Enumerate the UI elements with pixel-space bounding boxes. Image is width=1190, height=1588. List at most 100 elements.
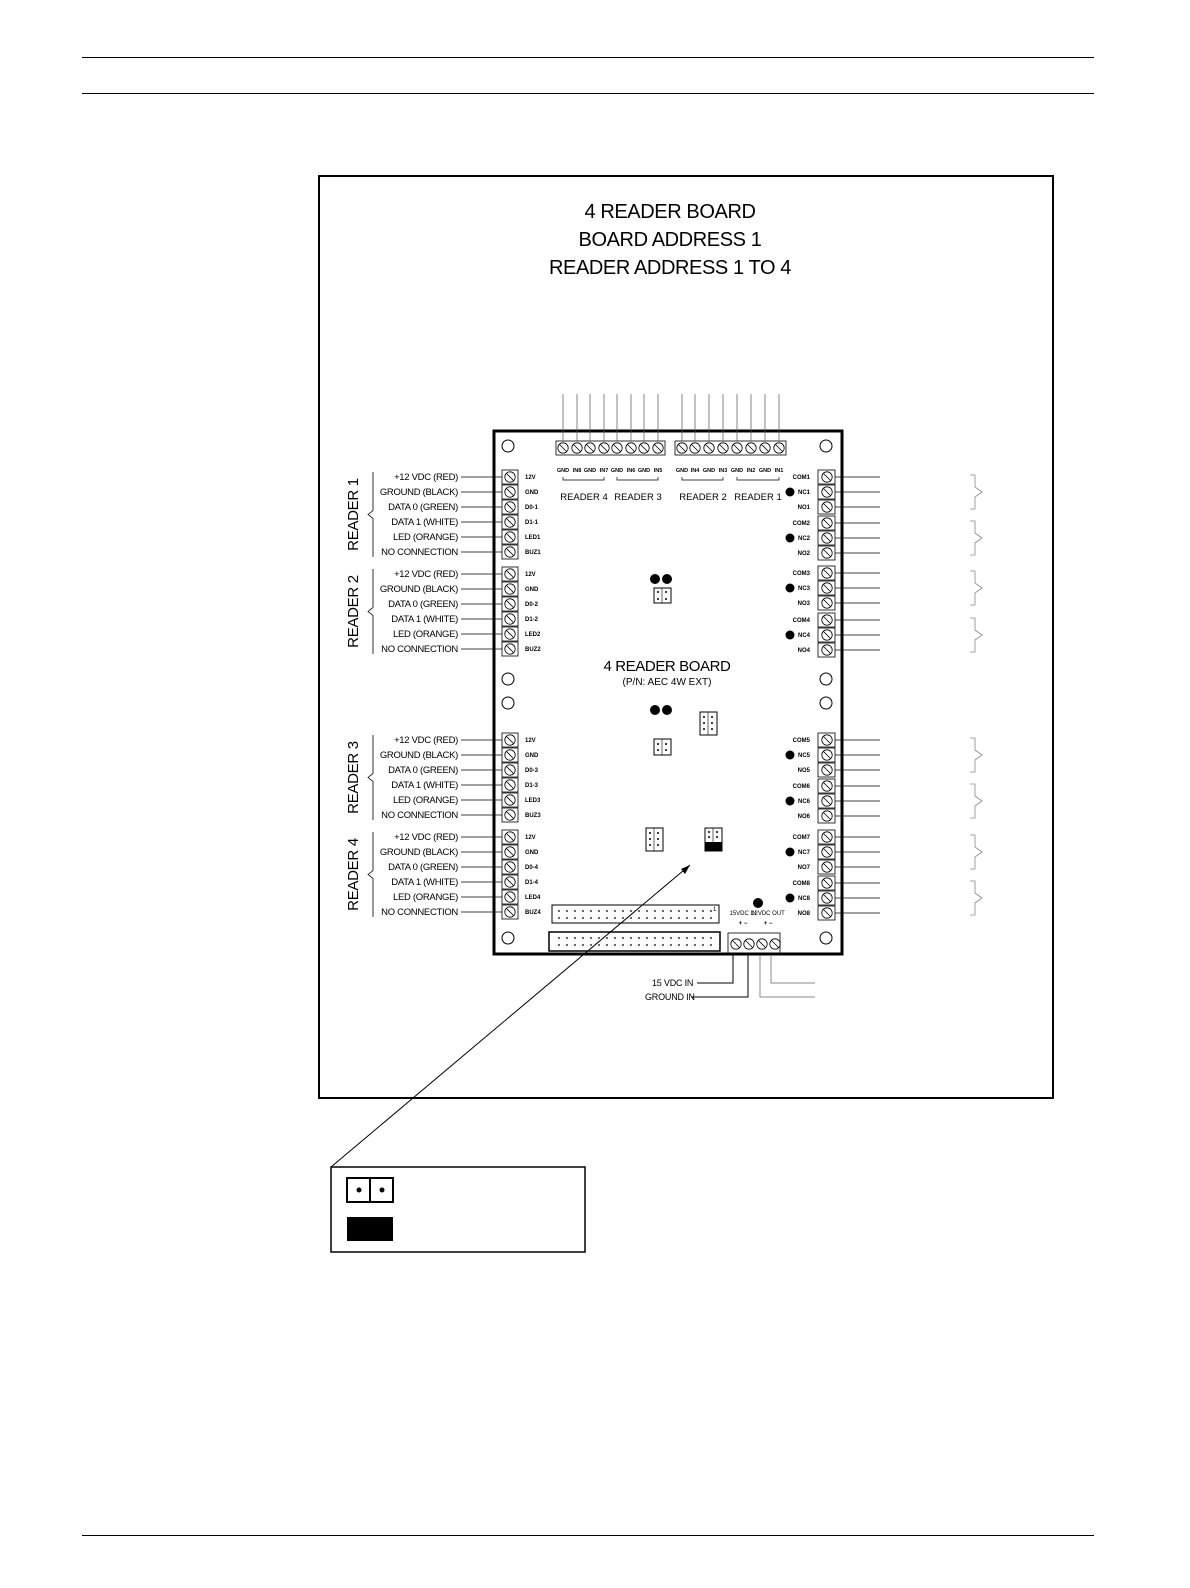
connector-pin [566, 944, 568, 946]
terminal-cell [501, 484, 519, 500]
wire-label: GROUND (BLACK) [380, 847, 458, 858]
connector-pin-one: 1 [713, 907, 717, 913]
relay-terminal-label: NO6 [798, 814, 811, 820]
relay-terminal-label: COM1 [793, 475, 811, 481]
top-terminal-screw [652, 442, 664, 454]
pin-label: 12V [525, 572, 536, 578]
connector-pin [590, 944, 592, 946]
connector-pin [566, 910, 568, 912]
top-reader-bracket [562, 477, 605, 481]
top-terminal-label: GND [703, 468, 715, 474]
reader-group-label: READER 4 [345, 838, 362, 911]
connector-pin [686, 937, 688, 939]
connector-pin [710, 917, 712, 919]
connector-pin [678, 917, 680, 919]
wire-label: DATA 1 (WHITE) [391, 877, 458, 888]
wire-label: GROUND (BLACK) [380, 584, 458, 595]
power-out-label: 12VDC OUT [751, 911, 785, 917]
top-reader-bracket [616, 477, 659, 481]
connector-pin [702, 937, 704, 939]
wire-label: +12 VDC (RED) [394, 472, 458, 483]
connector-pin [558, 917, 560, 919]
wire-label: DATA 0 (GREEN) [388, 765, 458, 776]
connector-pin [614, 944, 616, 946]
terminal-screw [504, 846, 516, 858]
reader-wiring-groups: +12 VDC (RED) 12V GROUND (BLACK) GND DATA 0 … [345, 469, 541, 920]
relay-terminal-screw [821, 764, 833, 776]
title-line-1: 4 READER BOARD [584, 201, 755, 223]
terminal-cell [501, 469, 519, 485]
reader-group-label: READER 1 [345, 478, 362, 551]
relay-terminal-label: NO4 [798, 648, 811, 654]
connector-pin [590, 937, 592, 939]
connector-pin [582, 917, 584, 919]
pin-label: 12V [525, 475, 536, 481]
terminal-screw [504, 643, 516, 655]
relay-terminal-screw [821, 795, 833, 807]
connector-pin [646, 910, 648, 912]
relay-terminal-label: NC7 [798, 850, 811, 856]
connector-pin [662, 937, 664, 939]
connector-pin [598, 917, 600, 919]
terminal-cell [501, 777, 519, 793]
top-terminal-screw [703, 442, 715, 454]
relay-led [785, 487, 795, 497]
power-terminal-screw [756, 938, 768, 950]
relay-terminal-screw [821, 517, 833, 529]
pin-label: D0-3 [525, 768, 539, 774]
pin-label: LED1 [525, 535, 541, 541]
top-reader-label: READER 1 [734, 492, 782, 503]
terminal-screw [504, 628, 516, 640]
board-outline [492, 429, 844, 956]
jumper-callout-line [330, 864, 691, 1168]
connector-pin [686, 910, 688, 912]
connector-pin [678, 937, 680, 939]
connector-pin [646, 944, 648, 946]
terminal-screw [504, 486, 516, 498]
connector-pin [598, 910, 600, 912]
reader-group-label: READER 3 [345, 741, 362, 814]
relay-terminal-label: NC3 [798, 586, 811, 592]
pin-label: BUZ3 [525, 813, 541, 819]
top-terminal-label: GND [584, 468, 596, 474]
relay-terminal-screw [821, 532, 833, 544]
relay-terminal-label: NC5 [798, 753, 811, 759]
terminal-screw [504, 831, 516, 843]
top-terminal-label: IN2 [747, 468, 756, 474]
terminal-cell [501, 566, 519, 582]
terminal-cell [501, 626, 519, 642]
pin-label: GND [525, 490, 539, 496]
connector-pin [702, 910, 704, 912]
connector-pin [662, 910, 664, 912]
top-terminal-label: GND [759, 468, 771, 474]
relay-bracket [970, 520, 983, 556]
connector-pin [710, 937, 712, 939]
relay-terminal-label: COM8 [793, 881, 811, 887]
terminal-cell [501, 611, 519, 627]
terminal-cell [501, 904, 519, 920]
relay-terminal-label: NC6 [798, 799, 811, 805]
relay-terminal-screw [821, 644, 833, 656]
connector-pin [566, 937, 568, 939]
terminal-screw [504, 861, 516, 873]
relay-terminal-screw [821, 810, 833, 822]
relay-terminal-label: NC1 [798, 490, 811, 496]
board-part-number: (P/N: AEC 4W EXT) [623, 677, 712, 688]
terminal-cell [501, 859, 519, 875]
power-in-label: 15VDC IN [729, 911, 756, 917]
top-terminal-label: IN7 [600, 468, 609, 474]
connector-pin [694, 944, 696, 946]
power-terminal-screw [743, 938, 755, 950]
connector-pin [694, 910, 696, 912]
pin-label: D0-2 [525, 602, 539, 608]
top-terminal-screw [598, 442, 610, 454]
connector-pin [646, 937, 648, 939]
terminal-cell [501, 874, 519, 890]
connector-pin [654, 937, 656, 939]
top-terminal-screw [745, 442, 757, 454]
connector-pin [670, 944, 672, 946]
jumper-closed-symbol [347, 1217, 393, 1241]
